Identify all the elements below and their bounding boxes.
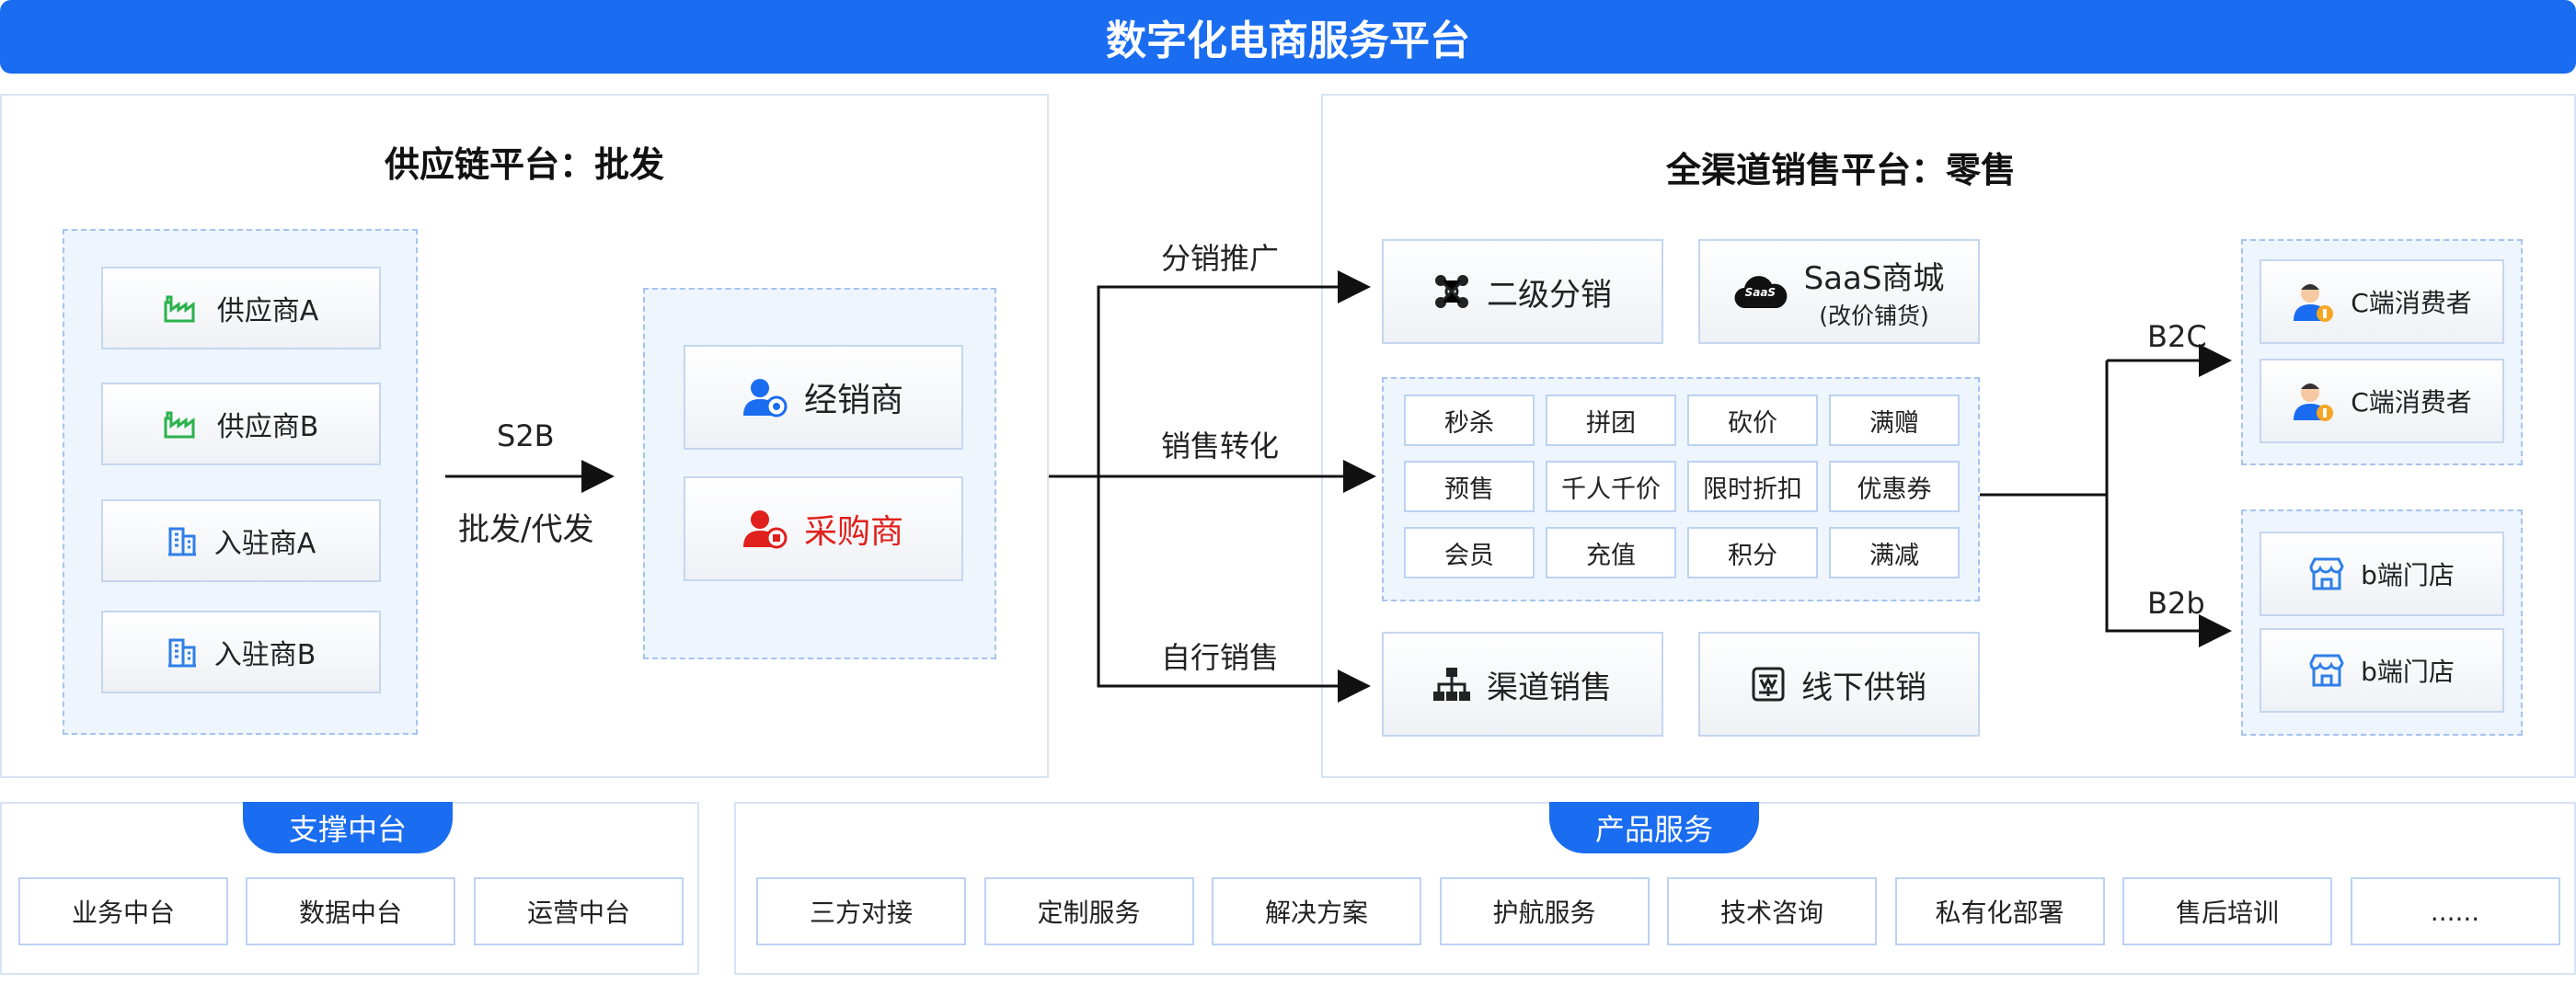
wholesale-label: 批发/代发 <box>458 511 594 548</box>
consumer-box-2: C端消费者 <box>2260 359 2504 443</box>
platform-title: 数字化电商服务平台 <box>0 0 2576 74</box>
supplier-a-label: 供应商A <box>216 295 319 327</box>
saas-logo-text: SaaS <box>1744 286 1777 299</box>
self-sale-label: 自行销售 <box>1161 640 1280 675</box>
secondary-distribution-label: 二级分销 <box>1487 276 1612 314</box>
store-box-1: b端门店 <box>2260 532 2504 616</box>
store-label-1: b端门店 <box>2361 560 2455 590</box>
self-sale-route <box>1097 476 1371 703</box>
factory-icon <box>164 409 201 439</box>
offline-supply-label: 线下供销 <box>1801 669 1926 706</box>
resident-a-box: 入驻商A <box>101 499 381 582</box>
user-badge-icon <box>742 509 788 549</box>
storefront-icon <box>2309 654 2344 687</box>
consumer-icon <box>2292 380 2334 422</box>
supplier-a-box: 供应商A <box>101 267 381 349</box>
service-item: 私有化部署 <box>1894 877 2105 945</box>
b2c-label: B2C <box>2147 319 2207 354</box>
s2b-label: S2B <box>497 418 555 453</box>
service-item: 护航服务 <box>1439 877 1650 945</box>
promo-chip: 会员 <box>1404 527 1535 578</box>
consumer-label-1: C端消费者 <box>2351 288 2472 318</box>
support-item-data: 数据中台 <box>246 877 455 945</box>
factory-icon <box>164 293 201 323</box>
storefront-icon <box>2309 557 2344 590</box>
dealer-box: 经销商 <box>684 345 963 450</box>
supply-chain-title: 供应链平台：批发 <box>384 144 664 185</box>
promo-chip: 预售 <box>1404 461 1535 512</box>
saas-mall-box: SaaS SaaS商城 (改价铺货) <box>1698 239 1980 344</box>
dealer-label: 经销商 <box>803 382 903 419</box>
resident-a-label: 入驻商A <box>213 528 316 560</box>
saas-label-group: SaaS商城 (改价铺货) <box>1804 253 1945 331</box>
service-item: 售后培训 <box>2122 877 2332 945</box>
resident-b-box: 入驻商B <box>101 611 381 693</box>
hierarchy-icon <box>1433 668 1470 701</box>
conversion-label: 销售转化 <box>1161 429 1280 463</box>
b2b-label: B2b <box>2147 586 2205 621</box>
promo-chip: 千人千价 <box>1546 461 1676 512</box>
promo-chip: 拼团 <box>1546 395 1676 446</box>
network-icon <box>1433 273 1470 310</box>
secondary-distribution-box: 二级分销 <box>1382 239 1663 344</box>
distribution-label: 分销推广 <box>1161 241 1280 276</box>
store-label-2: b端门店 <box>2361 657 2455 687</box>
distribution-route <box>1097 270 1371 476</box>
offline-supply-box: 线下供销 <box>1698 632 1980 737</box>
supplier-b-box: 供应商B <box>101 383 381 465</box>
to-customers-connector <box>1980 360 2109 497</box>
support-item-business: 业务中台 <box>18 877 228 945</box>
support-item-operations: 运营中台 <box>474 877 684 945</box>
service-item: 技术咨询 <box>1667 877 1877 945</box>
channel-sales-label: 渠道销售 <box>1487 669 1612 706</box>
consumer-label-2: C端消费者 <box>2351 387 2472 418</box>
store-box-2: b端门店 <box>2260 628 2504 713</box>
promo-chip: 秒杀 <box>1404 395 1535 446</box>
building-icon <box>167 636 198 668</box>
consumer-box-1: C端消费者 <box>2260 259 2504 344</box>
building-icon <box>167 525 198 556</box>
supplier-b-label: 供应商B <box>216 411 319 443</box>
saas-mall-label: SaaS商城 <box>1803 259 1945 297</box>
promo-chip: 砍价 <box>1687 395 1818 446</box>
omnichannel-title: 全渠道销售平台：零售 <box>1665 150 2016 190</box>
promo-chip: 积分 <box>1687 527 1818 578</box>
service-item: 解决方案 <box>1212 877 1421 945</box>
promo-chip: 满减 <box>1829 527 1960 578</box>
consumer-icon <box>2292 280 2334 323</box>
saas-mall-sublabel: (改价铺货) <box>1819 302 1929 329</box>
promo-chip: 限时折扣 <box>1687 461 1818 512</box>
promo-chip: 满赠 <box>1829 395 1960 446</box>
service-item: 三方对接 <box>756 877 966 945</box>
promo-chip: 优惠券 <box>1829 461 1960 512</box>
buyer-label: 采购商 <box>803 513 903 551</box>
user-badge-icon <box>742 377 788 418</box>
services-title: 产品服务 <box>1549 802 1759 853</box>
saas-cloud-icon: SaaS <box>1734 273 1788 310</box>
promo-chip: 充值 <box>1546 527 1676 578</box>
service-item: 定制服务 <box>983 877 1194 945</box>
support-title: 支撑中台 <box>243 802 453 853</box>
channel-sales-box: 渠道销售 <box>1382 632 1663 737</box>
buyer-box: 采购商 <box>684 476 963 581</box>
b2b-arrow <box>2105 360 2232 647</box>
resident-b-label: 入驻商B <box>213 639 316 671</box>
store-receipt-icon <box>1752 667 1785 702</box>
service-item: ...... <box>2350 877 2560 945</box>
